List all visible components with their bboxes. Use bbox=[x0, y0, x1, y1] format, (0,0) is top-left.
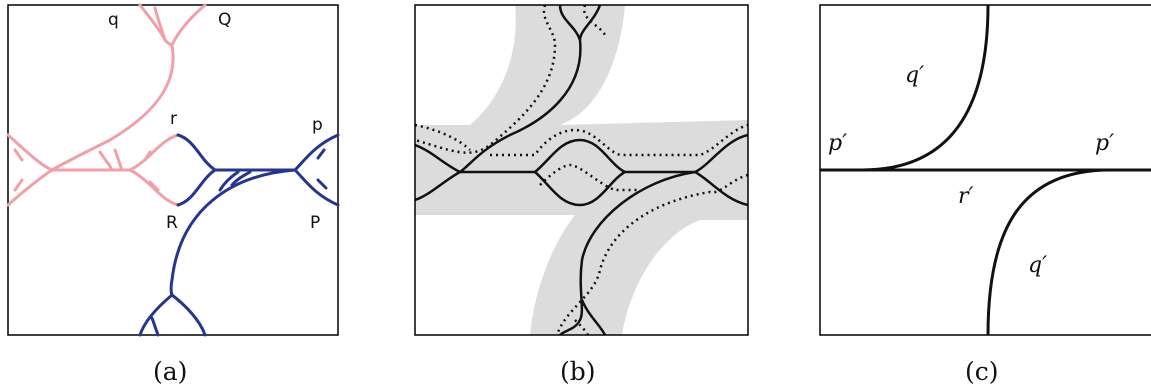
caption-c: (c) bbox=[965, 357, 999, 386]
label-q-top: q′ bbox=[905, 63, 924, 88]
curve-q-top bbox=[861, 4, 990, 172]
caption-b: (b) bbox=[560, 357, 596, 386]
panel-c: p′ p′ q′ r′ q′ (c) bbox=[819, 4, 1151, 386]
panel-b-content bbox=[415, 5, 748, 335]
panel-b: (b) bbox=[414, 4, 749, 386]
curve-q-bottom bbox=[986, 168, 1111, 336]
dotted-curves bbox=[415, 5, 748, 335]
solid-curves bbox=[415, 5, 748, 335]
label-p-left: p′ bbox=[828, 131, 847, 156]
label-p-right: p′ bbox=[1095, 131, 1114, 156]
panel-b-frame bbox=[414, 4, 749, 336]
label-p: p bbox=[312, 115, 323, 135]
blue-tree bbox=[138, 133, 340, 337]
label-R: R bbox=[166, 213, 178, 233]
pink-tree bbox=[6, 3, 207, 207]
label-Q: Q bbox=[218, 10, 231, 30]
label-r: r bbox=[170, 109, 177, 129]
caption-a: (a) bbox=[153, 357, 187, 386]
label-P: P bbox=[310, 213, 320, 233]
label-q: q bbox=[108, 10, 119, 30]
label-r-mid: r′ bbox=[958, 184, 974, 209]
label-q-bottom: q′ bbox=[1028, 253, 1047, 278]
panel-a: q Q r R p P (a) bbox=[6, 3, 340, 386]
